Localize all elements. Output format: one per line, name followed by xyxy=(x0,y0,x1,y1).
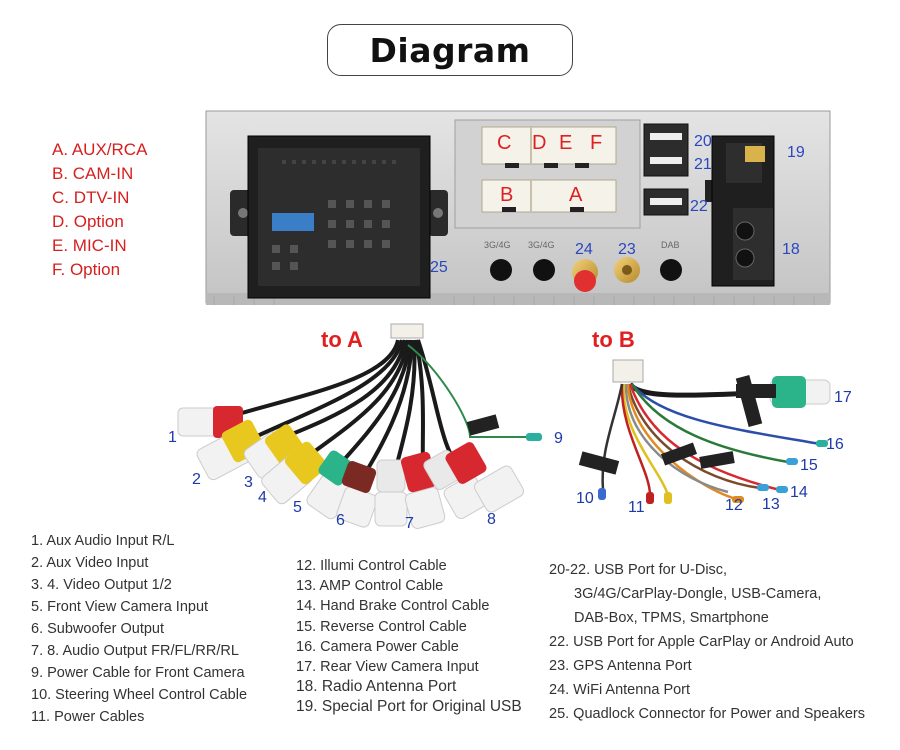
description-item: 24. WiFi Antenna Port xyxy=(549,682,691,698)
description-item: 6. Subwoofer Output xyxy=(31,621,164,637)
cable-number-16: 16 xyxy=(826,436,844,453)
cable-label-to-a: to A xyxy=(321,327,363,352)
quadlock-connector xyxy=(230,135,448,299)
port-connector-ba xyxy=(481,179,617,213)
description-item: 16. Camera Power Cable xyxy=(296,638,459,655)
port-connector-cdef xyxy=(481,126,617,168)
description-item: 2. Aux Video Input xyxy=(31,555,149,571)
cable-number-9: 9 xyxy=(554,430,563,447)
description-item: DAB-Box, TPMS, Smartphone xyxy=(574,610,769,626)
label-22: 22 xyxy=(690,198,708,215)
description-item: 5. Front View Camera Input xyxy=(31,599,209,615)
description-item: 15. Reverse Control Cable xyxy=(296,618,467,635)
description-item: 20-22. USB Port for U-Disc, xyxy=(549,562,728,578)
label-25: 25 xyxy=(430,259,448,276)
diagram-title-box: Diagram xyxy=(327,24,573,76)
rca-cable-harness xyxy=(177,323,542,529)
description-item: 3. 4. Video Output 1/2 xyxy=(31,577,172,593)
label-24: 24 xyxy=(575,241,593,258)
port-legend-item: F. Option xyxy=(52,260,121,279)
cable-number-6: 6 xyxy=(336,512,345,529)
port-small-label: 3G/4G xyxy=(484,240,511,250)
description-item: 22. USB Port for Apple CarPlay or Androi… xyxy=(549,634,854,650)
radio-antenna-and-usb-ports xyxy=(705,135,775,287)
connector-letter-e: E xyxy=(559,132,573,154)
cable-number-12: 12 xyxy=(725,497,743,514)
connector-letter-a: A xyxy=(569,184,583,206)
description-item: 13. AMP Control Cable xyxy=(296,578,444,595)
description-item: 7. 8. Audio Output FR/FL/RR/RL xyxy=(31,643,239,659)
cable-label-to-b: to B xyxy=(592,327,635,352)
port-small-label: DAB xyxy=(661,240,680,250)
description-list-2: 12. Illumi Control Cable 13. AMP Control… xyxy=(296,556,522,718)
cable-number-13: 13 xyxy=(762,496,780,513)
description-item: 19. Special Port for Original USB xyxy=(296,698,522,716)
connector-letter-d: D xyxy=(532,132,547,154)
description-item: 18. Radio Antenna Port xyxy=(296,678,457,696)
port-legend-item: C. DTV-IN xyxy=(52,188,130,207)
description-list-3: 20-22. USB Port for U-Disc, 3G/4G/CarPla… xyxy=(549,558,865,726)
diagram-title: Diagram xyxy=(369,30,531,70)
label-23: 23 xyxy=(618,241,636,258)
cable-number-2: 2 xyxy=(192,471,201,488)
usb-ports xyxy=(643,123,689,216)
port-small-label: 3G/4G xyxy=(528,240,555,250)
label-21: 21 xyxy=(694,156,712,173)
port-legend-item: B. CAM-IN xyxy=(52,164,134,183)
description-item: 25. Quadlock Connector for Power and Spe… xyxy=(549,706,865,722)
description-item: 12. Illumi Control Cable xyxy=(296,558,447,574)
cable-number-11: 11 xyxy=(628,499,645,516)
cable-number-4: 4 xyxy=(258,489,267,506)
description-item: 11. Power Cables xyxy=(31,709,145,725)
port-legend-item: D. Option xyxy=(52,212,124,231)
connector-letter-c: C xyxy=(497,132,512,154)
description-item: 10. Steering Wheel Control Cable xyxy=(31,687,248,703)
description-item: 23. GPS Antenna Port xyxy=(549,658,692,674)
cable-number-14: 14 xyxy=(790,484,808,501)
port-legend-item: A. AUX/RCA xyxy=(52,140,148,159)
antenna-ports xyxy=(490,257,682,292)
label-18: 18 xyxy=(782,241,800,258)
control-cable-harness xyxy=(578,359,831,504)
description-item: 9. Power Cable for Front Camera xyxy=(31,665,245,681)
connector-letter-f: F xyxy=(590,132,603,154)
connector-letter-b: B xyxy=(500,184,514,206)
cable-number-10: 10 xyxy=(576,490,594,507)
cable-number-5: 5 xyxy=(293,499,302,516)
description-item: 17. Rear View Camera Input xyxy=(296,659,479,676)
label-19: 19 xyxy=(787,144,805,161)
cable-number-8: 8 xyxy=(487,511,496,528)
port-legend-item: E. MIC-IN xyxy=(52,236,127,255)
label-20: 20 xyxy=(694,133,712,150)
description-item: 1. Aux Audio Input R/L xyxy=(31,533,175,549)
port-legend: A. AUX/RCA B. CAM-IN C. DTV-IN D. Option… xyxy=(52,138,147,282)
cable-number-15: 15 xyxy=(800,457,818,474)
cable-number-17: 17 xyxy=(834,389,852,406)
description-list-1: 1. Aux Audio Input R/L 2. Aux Video Inpu… xyxy=(31,530,247,728)
cable-number-3: 3 xyxy=(244,474,253,491)
description-item: 14. Hand Brake Control Cable xyxy=(296,598,490,615)
cable-number-1: 1 xyxy=(168,429,177,446)
description-item: 3G/4G/CarPlay-Dongle, USB-Camera, xyxy=(574,586,822,602)
cable-number-7: 7 xyxy=(405,515,414,532)
